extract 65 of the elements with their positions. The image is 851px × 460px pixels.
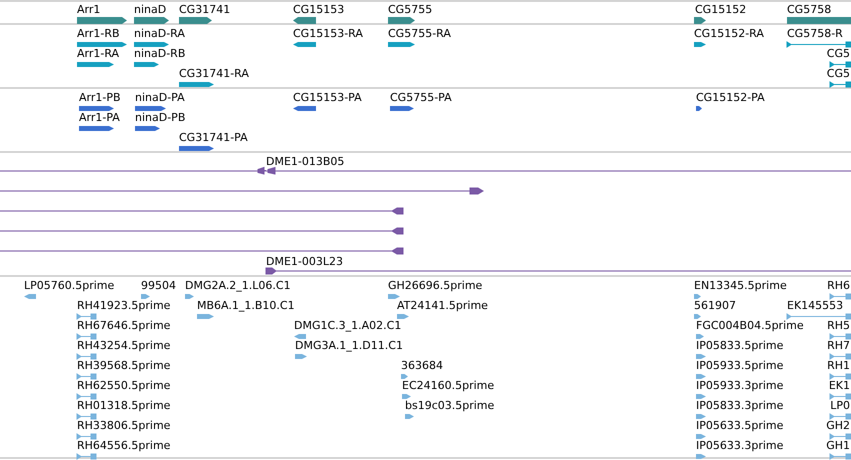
- feature-label: CG15153-PA: [293, 91, 362, 104]
- feature-label: IP05933.3prime: [696, 379, 784, 392]
- feature-label: EN13345.5prime: [694, 279, 787, 292]
- feature-label: EK1: [828, 379, 850, 392]
- feature-label: ninaD-PB: [135, 111, 186, 124]
- feature-label: IP05833.3prime: [696, 399, 784, 412]
- feature-label: CG15152-RA: [694, 27, 764, 40]
- feature-label: RH5: [827, 319, 850, 332]
- feature-label: RH67646.5prime: [77, 319, 170, 332]
- feature-label: DMG1C.3_1.A02.C1: [294, 319, 402, 332]
- feature-label: EC24160.5prime: [402, 379, 494, 392]
- feature-label: CG5755-RA: [388, 27, 451, 40]
- feature-label: RH39568.5prime: [77, 359, 170, 372]
- feature-label: 363684: [401, 359, 443, 372]
- feature-label: CG15153: [293, 3, 344, 16]
- feature-label: RH33806.5prime: [77, 419, 170, 432]
- feature-label: CG5: [826, 47, 850, 60]
- feature-label: DME1-013B05: [266, 155, 344, 168]
- feature-label: IP05633.3prime: [696, 439, 784, 452]
- feature-label: CG31741: [179, 3, 230, 16]
- feature-label: RH62550.5prime: [77, 379, 170, 392]
- feature-label: IP05633.5prime: [696, 419, 784, 432]
- feature-label: CG5758-R: [787, 27, 843, 40]
- feature-label: 99504: [141, 279, 176, 292]
- feature-label: GH26696.5prime: [388, 279, 482, 292]
- feature-label: ninaD-RB: [134, 47, 186, 60]
- feature-label: RH01318.5prime: [77, 399, 170, 412]
- feature-label: DMG3A.1_1.D11.C1: [295, 339, 403, 352]
- feature-label: GH1: [826, 439, 850, 452]
- feature-label: Arr1-RB: [77, 27, 120, 40]
- feature-label: RH43254.5prime: [77, 339, 170, 352]
- feature-label: FGC004B04.5prime: [696, 319, 804, 332]
- feature-label: RH64556.5prime: [77, 439, 170, 452]
- feature-label: CG5755: [388, 3, 432, 16]
- feature-label: bs19c03.5prime: [405, 399, 494, 412]
- feature-label: CG15153-RA: [293, 27, 363, 40]
- feature-label: Arr1-PA: [79, 111, 120, 124]
- feature-label: Arr1-RA: [77, 47, 120, 60]
- feature-label: CG15152: [695, 3, 746, 16]
- feature-label: CG5: [826, 67, 850, 80]
- feature-label: EK145553: [787, 299, 844, 312]
- feature-label: CG31741-PA: [179, 131, 248, 144]
- feature-label: RH7: [827, 339, 850, 352]
- feature-label: MB6A.1_1.B10.C1: [197, 299, 295, 312]
- feature-label: Arr1-PB: [79, 91, 121, 104]
- feature-label: DME1-003L23: [266, 255, 343, 268]
- feature-label: RH6: [827, 279, 850, 292]
- feature-label: ninaD-RA: [134, 27, 185, 40]
- feature-label: 561907: [694, 299, 736, 312]
- feature-label: CG5758: [787, 3, 832, 16]
- feature-label: CG5755-PA: [390, 91, 452, 104]
- feature-label: Arr1: [77, 3, 100, 16]
- feature-label: ninaD: [134, 3, 166, 16]
- feature-label: IP05833.5prime: [696, 339, 784, 352]
- feature-label: LP0: [830, 399, 850, 412]
- feature-label: CG15152-PA: [696, 91, 765, 104]
- feature-label: IP05933.5prime: [696, 359, 784, 372]
- feature-label: ninaD-PA: [135, 91, 185, 104]
- feature-label: LP05760.5prime: [24, 279, 114, 292]
- feature-label: RH41923.5prime: [77, 299, 170, 312]
- feature-label: DMG2A.2_1.L06.C1: [185, 279, 291, 292]
- feature-label: RH1: [827, 359, 850, 372]
- feature-label: AT24141.5prime: [397, 299, 488, 312]
- feature-label: GH2: [826, 419, 850, 432]
- feature-label: CG31741-RA: [179, 67, 249, 80]
